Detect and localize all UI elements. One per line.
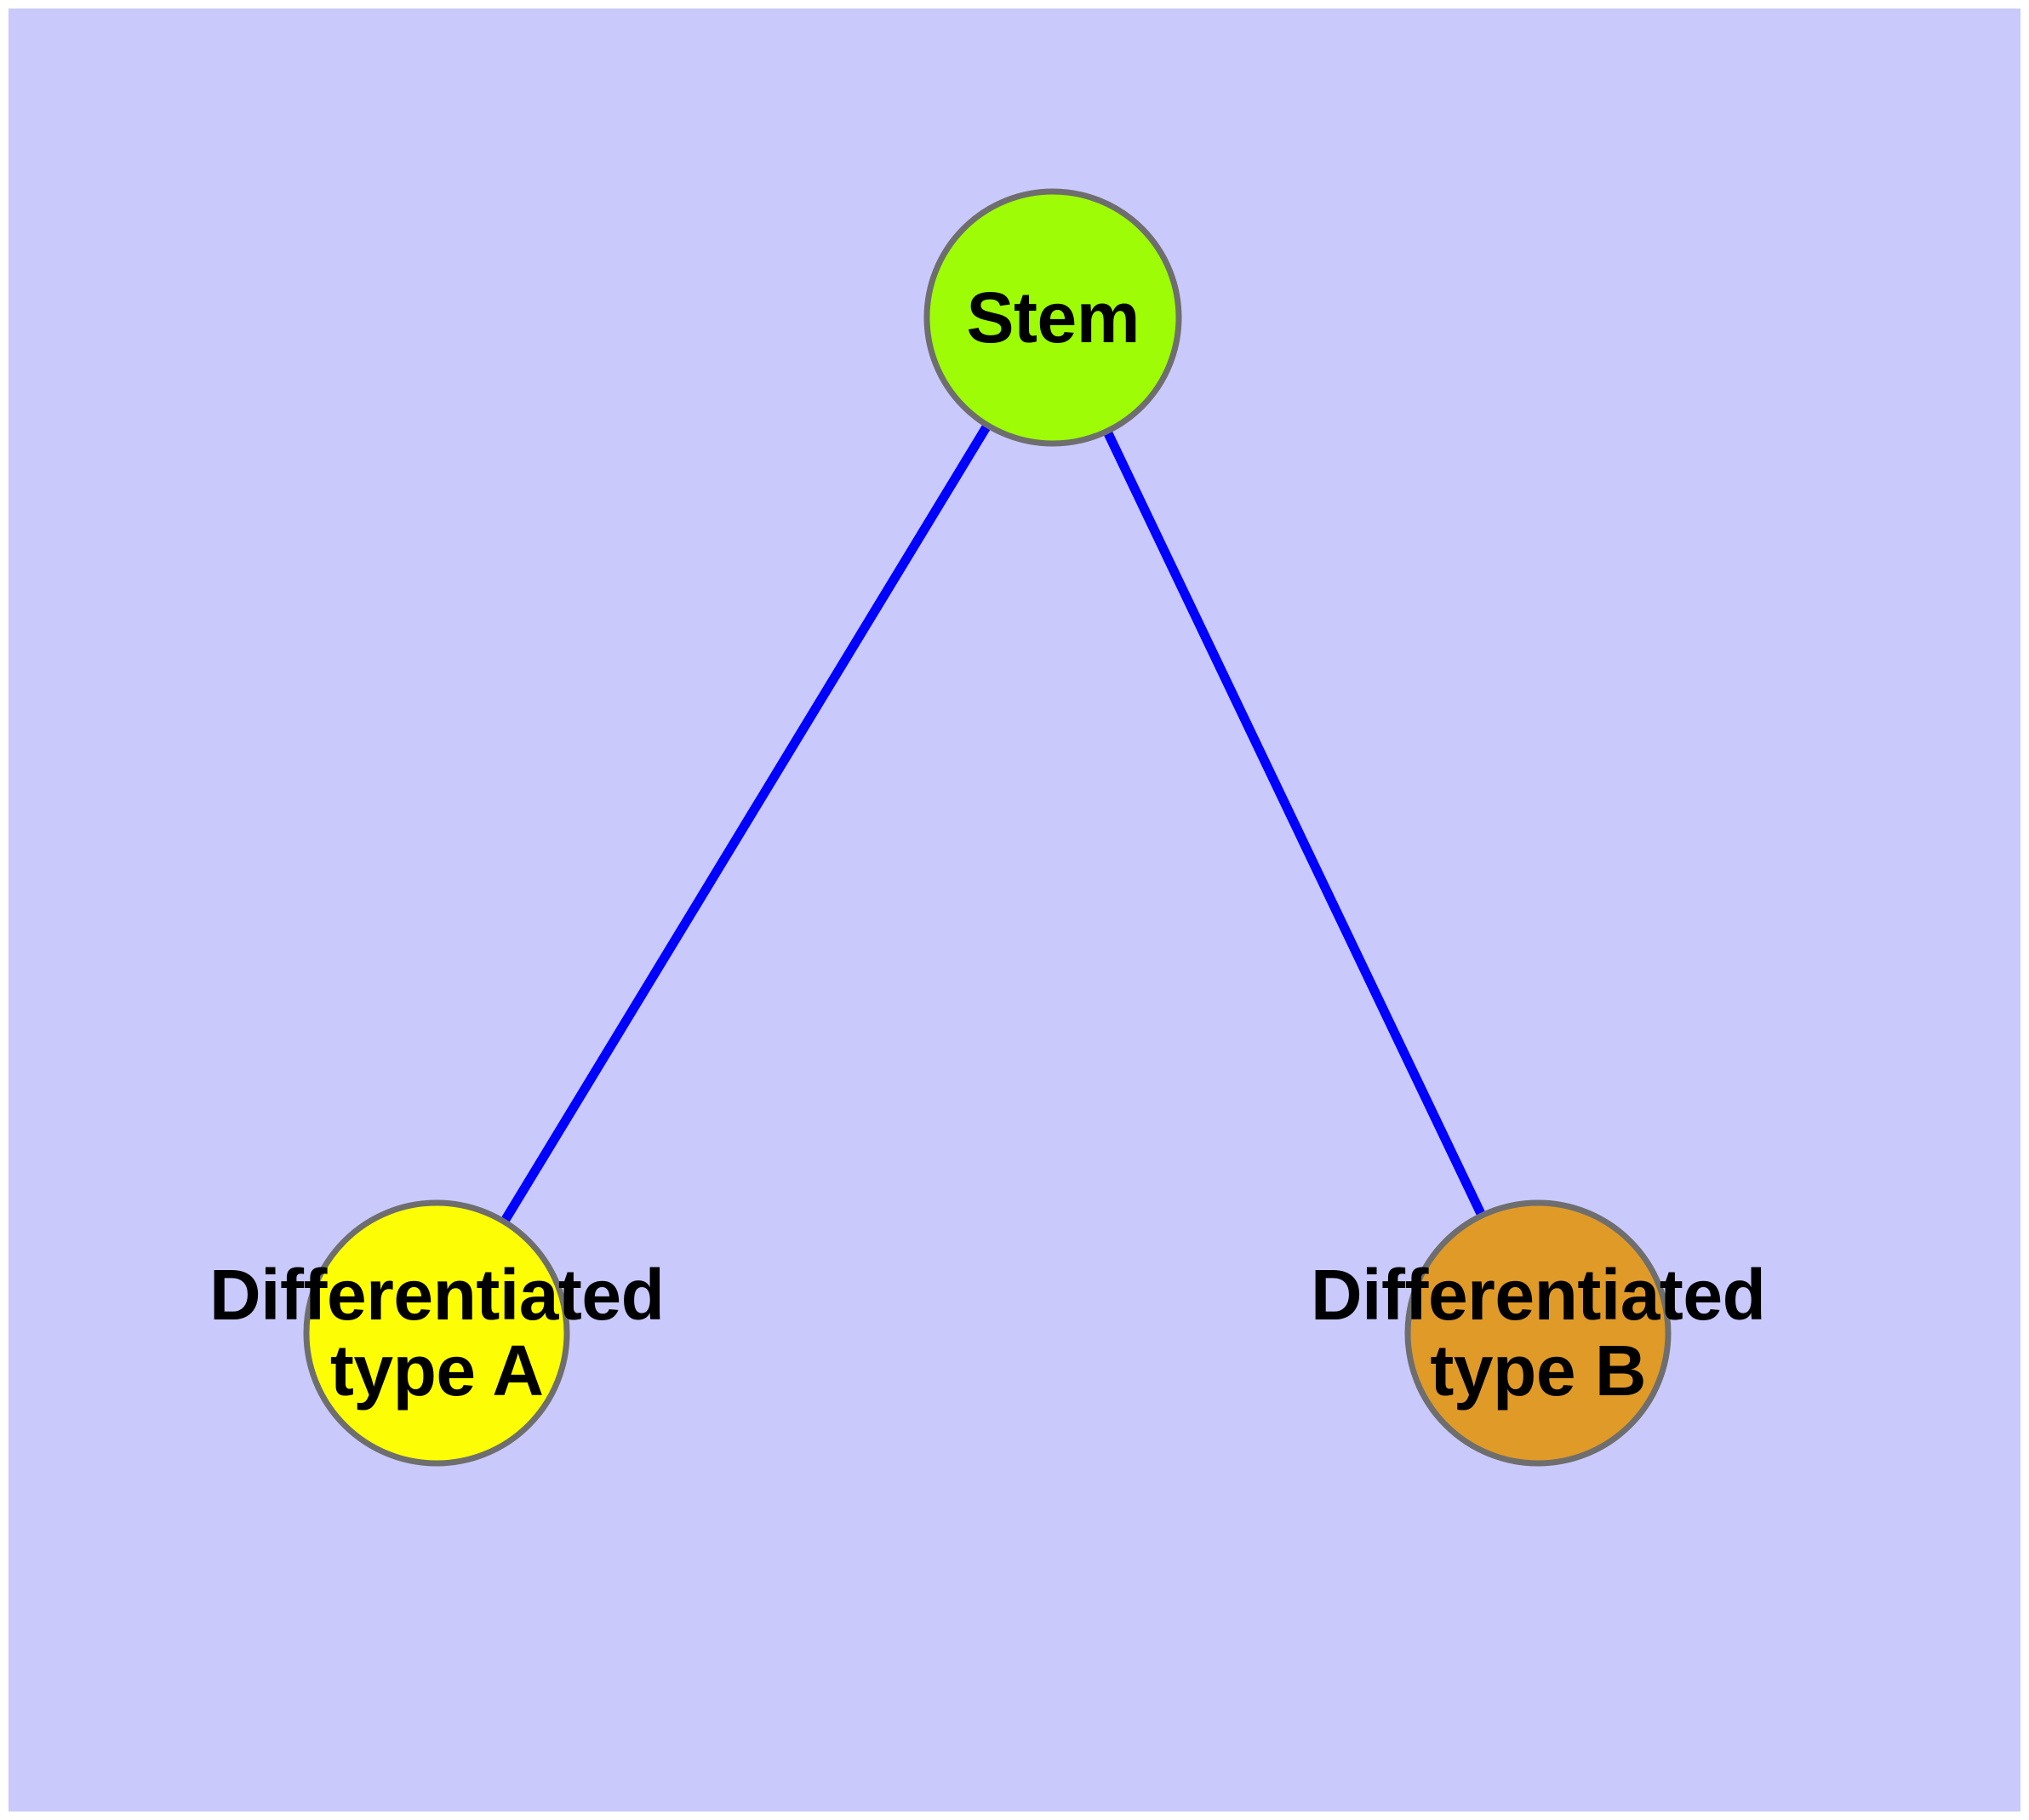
edges-group [497,418,1489,1229]
graph-node-stem[interactable] [923,188,1182,447]
nodes-group [303,188,1672,1467]
graph-node-diff_a[interactable] [303,1199,570,1467]
graph-edge[interactable] [1100,424,1489,1222]
graph-node-diff_b[interactable] [1404,1199,1672,1467]
graph-edge[interactable] [497,418,995,1229]
